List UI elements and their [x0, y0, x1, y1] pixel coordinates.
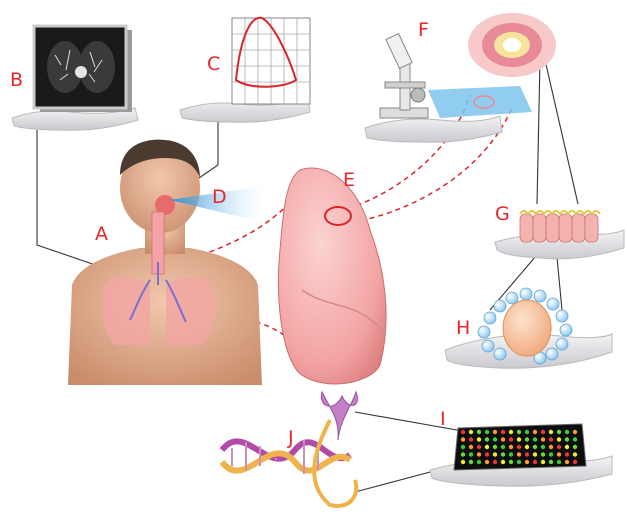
label-j: J — [287, 427, 294, 449]
microarray-spot — [509, 452, 513, 456]
microarray-spot — [565, 437, 569, 441]
microarray-spot — [485, 452, 489, 456]
microarray-spot — [485, 430, 489, 434]
lung-detail — [278, 168, 386, 384]
ct-scan-panel — [12, 26, 138, 130]
label-c: C — [207, 53, 220, 75]
microarray-spot — [461, 445, 465, 449]
microarray-spot — [493, 460, 497, 464]
microarray-spot — [565, 452, 569, 456]
label-h: H — [456, 317, 470, 339]
microarray-spot — [565, 445, 569, 449]
microarray-spot — [525, 430, 529, 434]
microarray-spot — [517, 452, 521, 456]
microarray-spot — [573, 460, 577, 464]
label-e: E — [343, 169, 355, 191]
microarray-spot — [493, 430, 497, 434]
microarray-spot — [533, 430, 537, 434]
microarray-spot — [517, 460, 521, 464]
microarray-spot — [469, 437, 473, 441]
microarray-spot — [549, 437, 553, 441]
epithelium-panel — [495, 211, 624, 259]
microarray-spot — [461, 460, 465, 464]
microarray-spot — [469, 452, 473, 456]
microarray-panel — [430, 424, 612, 486]
microarray-spot — [557, 437, 561, 441]
label-f: F — [418, 19, 429, 41]
microarray-spot — [525, 445, 529, 449]
microarray-spot — [461, 437, 465, 441]
label-a: A — [95, 223, 108, 245]
microarray-spot — [549, 445, 553, 449]
microarray-spot — [533, 445, 537, 449]
microarray-spot — [541, 445, 545, 449]
microarray-spot — [509, 430, 513, 434]
microarray-spot — [461, 430, 465, 434]
microarray-spot — [557, 460, 561, 464]
microarray-spot — [477, 460, 481, 464]
connector-b-a — [37, 130, 110, 270]
spirometry-panel — [180, 18, 310, 123]
label-i: I — [440, 408, 446, 430]
microarray-spot — [501, 437, 505, 441]
human-figure — [68, 140, 262, 385]
microarray-spot — [541, 452, 545, 456]
microarray-spot — [525, 452, 529, 456]
microarray-spot — [533, 452, 537, 456]
microarray-spot — [517, 430, 521, 434]
microarray-spot — [485, 460, 489, 464]
microarray-spot — [525, 460, 529, 464]
microarray-spot — [573, 437, 577, 441]
microarray-spot — [525, 437, 529, 441]
microarray-spot — [485, 437, 489, 441]
microarray-spot — [493, 437, 497, 441]
microarray-spot — [469, 445, 473, 449]
microarray-spot — [501, 460, 505, 464]
microarray-spot — [477, 445, 481, 449]
microarray-spot — [469, 460, 473, 464]
microarray-spot — [557, 452, 561, 456]
microarray-spot — [565, 430, 569, 434]
microarray-spot — [477, 430, 481, 434]
microarray-spot — [477, 437, 481, 441]
microarray-spot — [573, 452, 577, 456]
microarray-spot — [493, 445, 497, 449]
microarray-spot — [533, 460, 537, 464]
label-d: D — [212, 186, 227, 208]
microarray-spot — [477, 452, 481, 456]
connector-f-g-left — [537, 60, 540, 204]
label-b: B — [10, 69, 23, 91]
microarray-spot — [501, 430, 505, 434]
microarray-spot — [461, 452, 465, 456]
connector-f-g-right — [545, 60, 578, 204]
microarray-spot — [517, 437, 521, 441]
microarray-spot — [549, 460, 553, 464]
microarray-spot — [469, 430, 473, 434]
microarray-spot — [557, 430, 561, 434]
microarray-spot — [509, 445, 513, 449]
microarray-spot — [509, 460, 513, 464]
tissue-section — [468, 13, 556, 77]
label-g: G — [495, 203, 510, 225]
microarray-spot — [509, 437, 513, 441]
microarray-spot — [573, 430, 577, 434]
microarray-spot — [517, 445, 521, 449]
microarray-spot — [541, 437, 545, 441]
microarray-spot — [549, 430, 553, 434]
microarray-spot — [573, 445, 577, 449]
microarray-spot — [533, 437, 537, 441]
microarray-spot — [485, 445, 489, 449]
microarray-spot — [501, 452, 505, 456]
microarray-spot — [549, 452, 553, 456]
microarray-spot — [541, 460, 545, 464]
connector-j-i-top — [355, 412, 468, 432]
microarray-spot — [493, 452, 497, 456]
microarray-spot — [557, 445, 561, 449]
microarray-spot — [541, 430, 545, 434]
microarray-spot — [565, 460, 569, 464]
microarray-spot — [501, 445, 505, 449]
